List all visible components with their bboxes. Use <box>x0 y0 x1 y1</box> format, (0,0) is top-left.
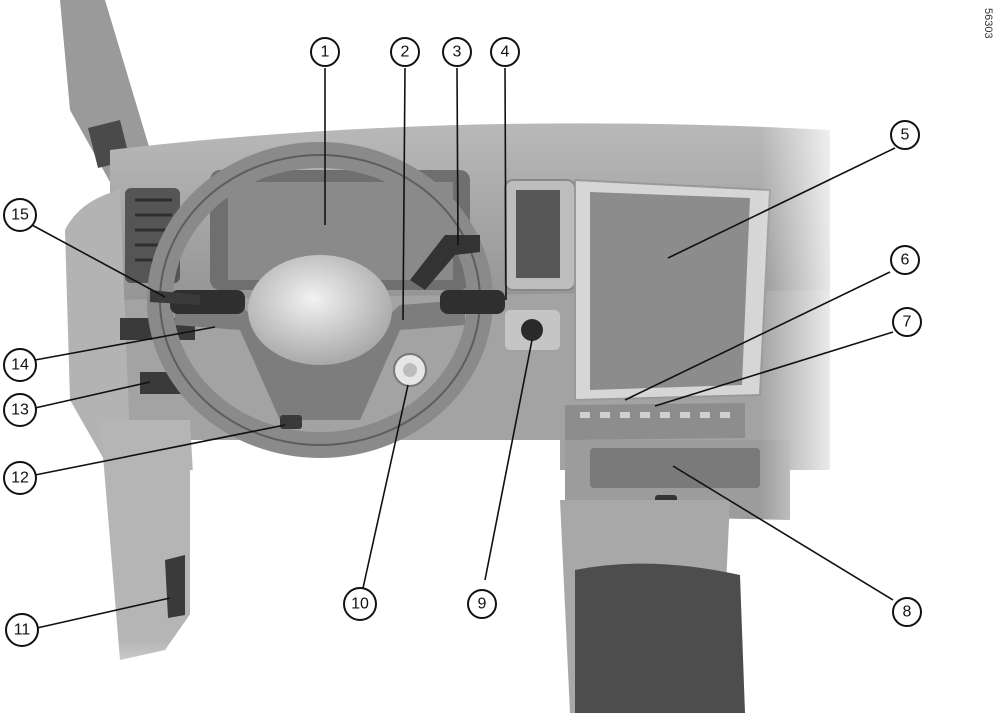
callout-8: 8 <box>892 597 922 627</box>
left-side-panel <box>65 190 130 470</box>
leader-9 <box>484 339 533 581</box>
leader-15 <box>31 224 166 298</box>
callout-9: 9 <box>467 589 497 619</box>
right-upper-stalk <box>410 235 480 290</box>
callout-14: 14 <box>3 348 37 382</box>
callout-5: 5 <box>890 120 920 150</box>
callout-12: 12 <box>3 461 37 495</box>
leader-lines <box>31 67 896 629</box>
callouts: 1 2 3 4 5 6 7 8 9 10 11 12 13 14 15 <box>3 37 922 647</box>
leader-12 <box>34 424 286 476</box>
multimedia-screen-display <box>590 192 750 390</box>
svg-text:2: 2 <box>401 44 410 61</box>
leader-5 <box>667 147 896 259</box>
callout-4: 4 <box>490 37 520 67</box>
callout-3: 3 <box>442 37 472 67</box>
callout-15: 15 <box>3 198 37 232</box>
leader-2 <box>402 67 406 321</box>
left-stalk <box>150 290 200 305</box>
callout-7: 7 <box>892 307 922 337</box>
callout-10: 10 <box>343 587 377 621</box>
control-panel-strip <box>565 403 745 440</box>
steering-wheel-hub <box>248 255 392 365</box>
svg-text:6: 6 <box>901 252 910 269</box>
bonnet-release-handle <box>165 555 185 618</box>
svg-text:15: 15 <box>11 207 29 224</box>
svg-text:14: 14 <box>11 357 29 374</box>
svg-text:1: 1 <box>321 44 330 61</box>
svg-text:5: 5 <box>901 127 910 144</box>
leader-7 <box>654 331 894 407</box>
figure-reference: 56303 <box>982 8 993 39</box>
callout-11: 11 <box>5 613 39 647</box>
steering-adjust-lever <box>280 415 302 429</box>
leader-11 <box>36 597 171 629</box>
leader-10 <box>362 384 409 589</box>
svg-text:12: 12 <box>11 470 29 487</box>
leader-3 <box>456 67 459 246</box>
svg-text:10: 10 <box>351 596 369 613</box>
callout-13: 13 <box>3 393 37 427</box>
svg-text:13: 13 <box>11 402 29 419</box>
armrest <box>575 563 745 713</box>
leader-13 <box>34 381 151 409</box>
svg-text:11: 11 <box>14 622 31 639</box>
callout-6: 6 <box>890 245 920 275</box>
leader-4 <box>504 67 507 301</box>
leader-6 <box>624 271 891 401</box>
svg-text:9: 9 <box>478 596 487 613</box>
callout-2: 2 <box>390 37 420 67</box>
svg-text:3: 3 <box>453 44 462 61</box>
leader-14 <box>34 326 216 361</box>
control-panel-buttons <box>580 412 730 418</box>
leader-8 <box>672 465 894 601</box>
start-button <box>521 319 543 341</box>
svg-text:4: 4 <box>501 44 510 61</box>
callout-1: 1 <box>310 37 340 67</box>
steering-right-buttons <box>440 290 505 314</box>
svg-text:7: 7 <box>903 314 912 331</box>
door-frame <box>100 420 200 660</box>
svg-text:8: 8 <box>903 604 912 621</box>
